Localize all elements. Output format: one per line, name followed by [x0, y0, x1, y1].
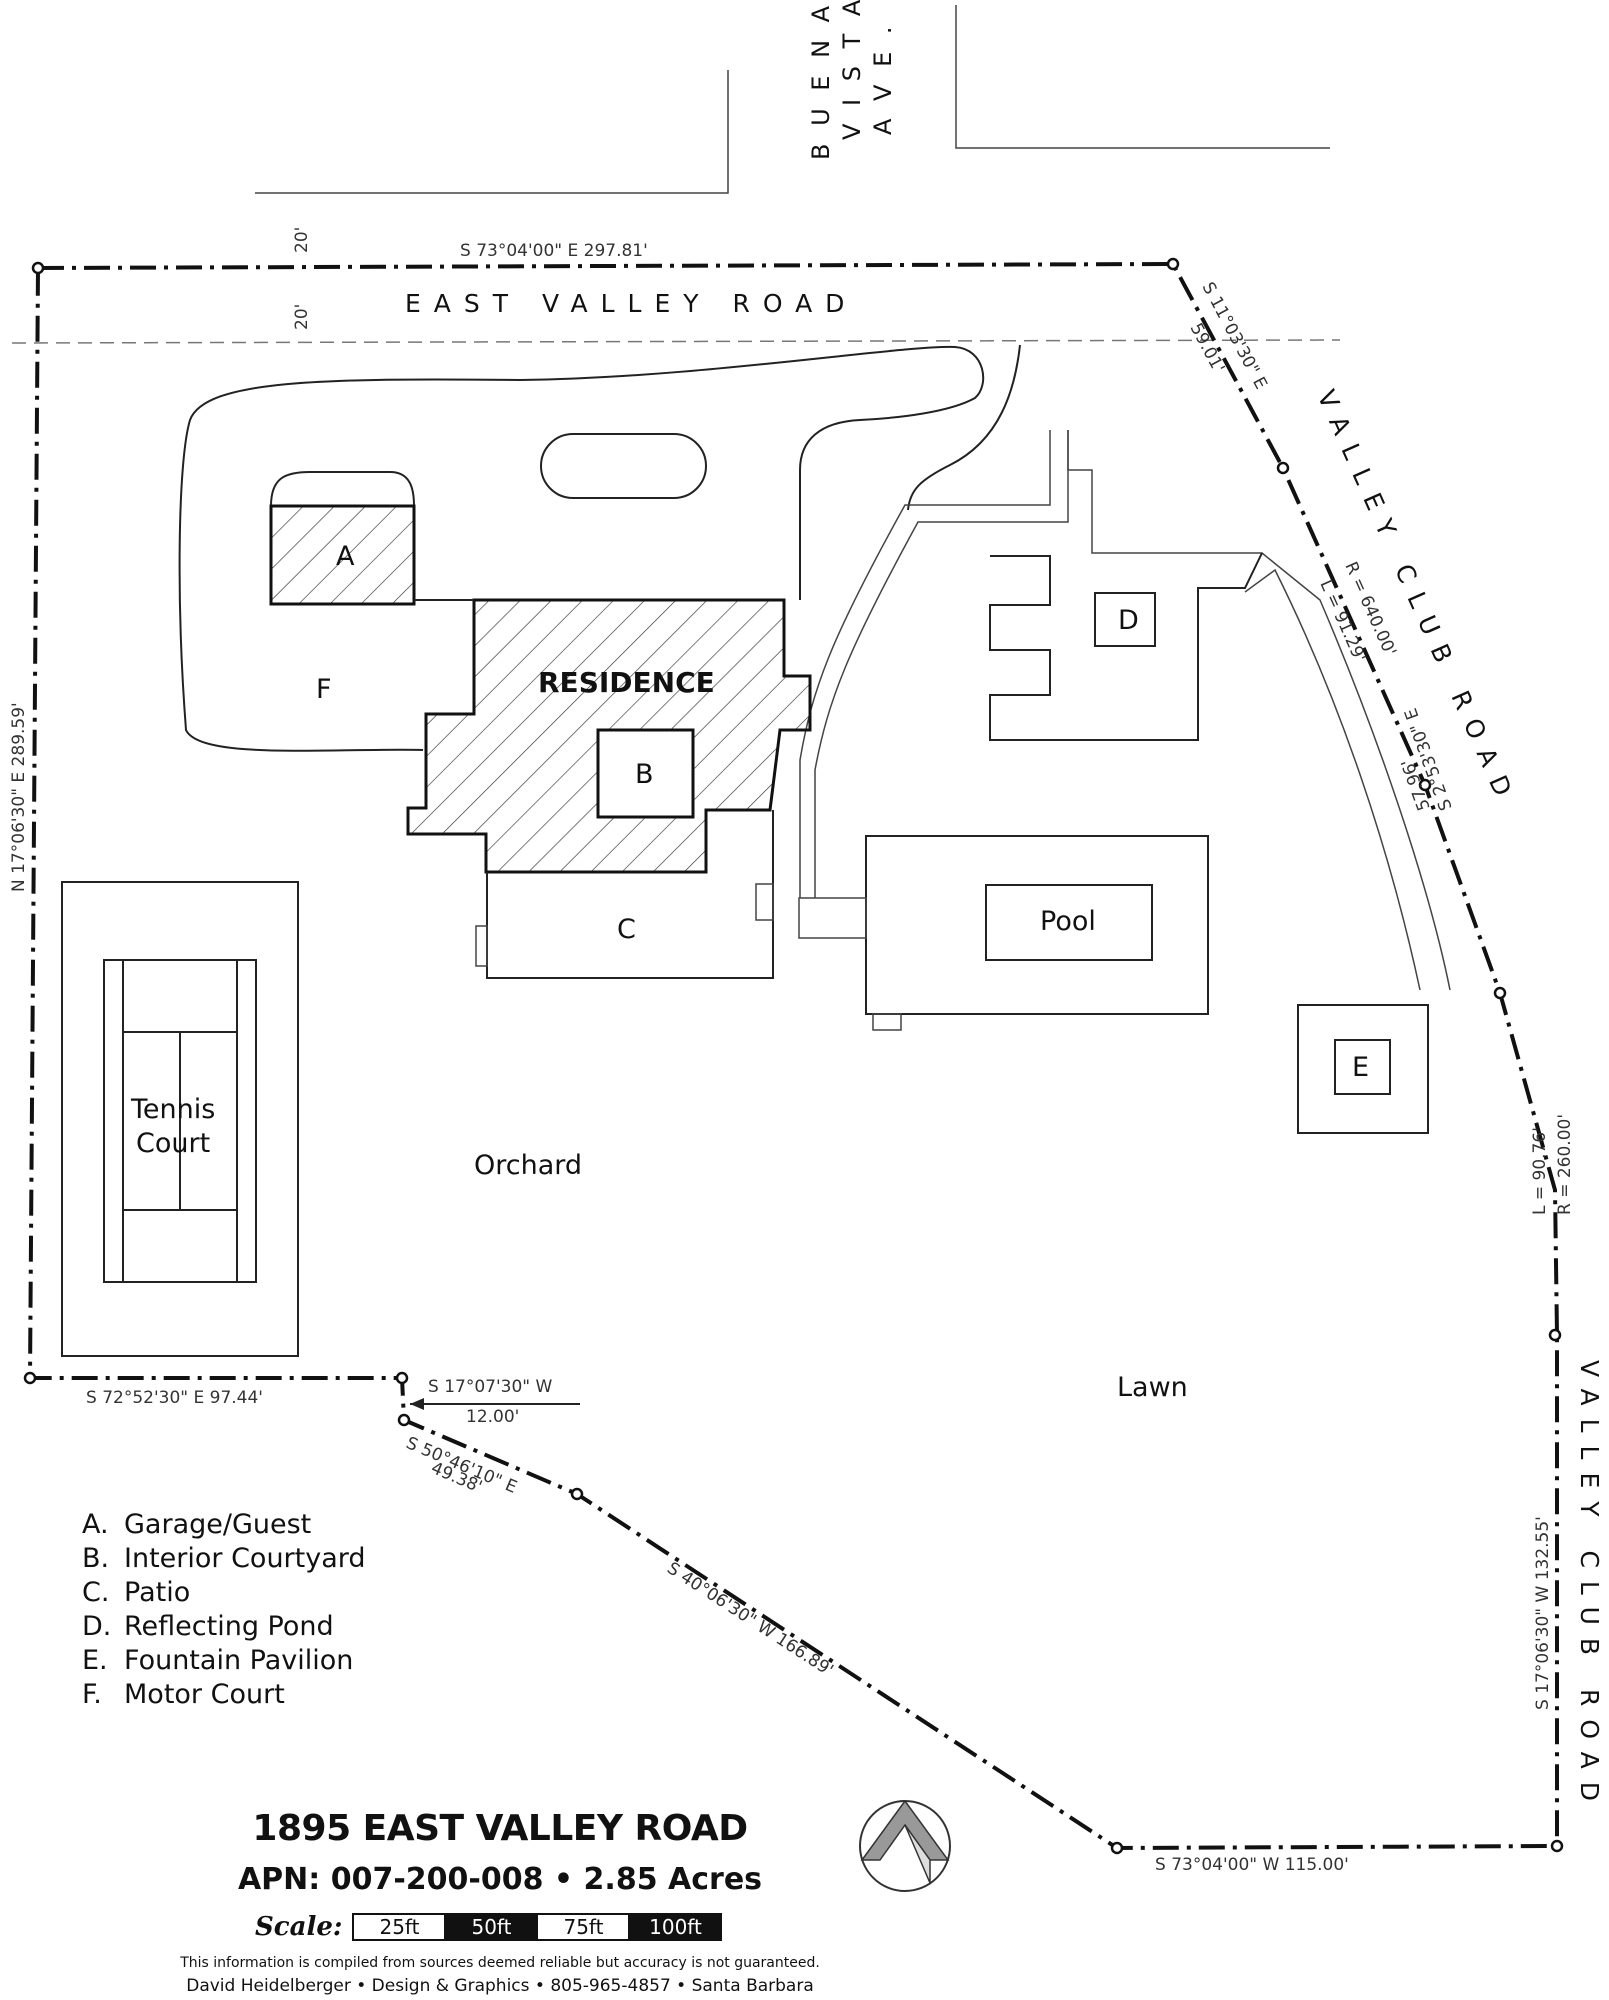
legend-item: C. Patio	[82, 1576, 366, 1610]
scale-segment: 75ft	[536, 1913, 631, 1941]
patio-steps	[475, 925, 488, 967]
legend-text: Patio	[124, 1577, 191, 1608]
setback-lower: 20'	[292, 304, 312, 330]
property-address: 1895 EAST VALLEY ROAD	[252, 1808, 748, 1849]
scale-label: Scale:	[255, 1912, 343, 1942]
reflecting-pond	[1094, 592, 1156, 647]
walkway-path-upper-inner	[1244, 568, 1421, 991]
garage-guest	[269, 504, 416, 606]
label-residence: RESIDENCE	[538, 666, 715, 699]
north-arrow-icon	[859, 1799, 951, 1892]
legend-letter: C.	[82, 1577, 110, 1608]
call-east: S 17°06'30" W 132.55'	[1533, 1516, 1553, 1710]
disclaimer: This information is compiled from source…	[180, 1955, 820, 1971]
pool-steps-lower	[872, 1013, 902, 1031]
buena-vista-ave	[255, 5, 1330, 194]
call-south: S 73°04'00" W 115.00'	[1155, 1855, 1349, 1875]
call-jog-distance: 12.00'	[466, 1407, 519, 1427]
legend-letter: E.	[82, 1645, 108, 1676]
call-west-south: S 72°52'30" E 97.44'	[86, 1388, 263, 1408]
label-b: B	[635, 759, 654, 790]
legend-item: B. Interior Courtyard	[82, 1542, 366, 1576]
label-lawn: Lawn	[1117, 1372, 1188, 1403]
legend-item: F. Motor Court	[82, 1678, 366, 1712]
tennis-court-enclosure	[61, 881, 299, 1357]
property-boundary	[27, 261, 1559, 1851]
legend-text: Reflecting Pond	[124, 1611, 334, 1642]
pool	[985, 884, 1153, 961]
call-curve2-length: L = 90.76'	[1530, 1127, 1550, 1215]
scale-segment: 25ft	[352, 1913, 447, 1941]
buena-vista-label-line2: V I S T A	[838, 0, 866, 140]
fountain	[1334, 1039, 1391, 1095]
valley-club-road-lower-label: VALLEY CLUB ROAD	[1575, 1360, 1604, 1814]
east-valley-road-label: EAST VALLEY ROAD	[405, 289, 857, 318]
walkway-path	[799, 430, 1051, 898]
legend-item: E. Fountain Pavilion	[82, 1644, 366, 1678]
motor-court-outline	[178, 345, 985, 752]
legend-text: Interior Courtyard	[124, 1543, 366, 1574]
walkway-path-upper	[1067, 430, 1451, 991]
credit-line: David Heidelberger • Design & Graphics •…	[186, 1976, 814, 1996]
scale-bar: Scale: 25ft 50ft 75ft 100ft	[255, 1912, 723, 1942]
legend-text: Fountain Pavilion	[124, 1645, 354, 1676]
buena-vista-label-line3: A V E .	[869, 21, 897, 135]
tennis-court	[103, 959, 257, 1283]
apn-acreage: APN: 007-200-008 • 2.85 Acres	[237, 1862, 763, 1897]
label-e: E	[1352, 1052, 1369, 1083]
label-d: D	[1118, 605, 1139, 636]
fountain-pavilion	[1297, 1004, 1429, 1134]
buena-vista-label-line1: B U E N A	[807, 1, 835, 160]
legend-text: Motor Court	[124, 1679, 285, 1710]
label-orchard: Orchard	[474, 1150, 582, 1181]
stair-left	[755, 883, 774, 921]
call-north: S 73°04'00" E 297.81'	[460, 241, 648, 261]
call-jog-bearing: S 17°07'30" W	[428, 1377, 552, 1397]
label-tennis-line2: Court	[136, 1128, 210, 1159]
buena-vista-label: B U E N A V I S T A A V E .	[807, 0, 897, 160]
scale-segment: 100ft	[628, 1913, 723, 1941]
setback-upper: 20'	[292, 227, 312, 253]
legend-item: A. Garage/Guest	[82, 1508, 366, 1542]
call-sw-long: S 40°06'30" W 166.89'	[663, 1558, 836, 1680]
legend-item: D. Reflecting Pond	[82, 1610, 366, 1644]
label-pool: Pool	[1040, 906, 1096, 937]
scale-segment: 50ft	[444, 1913, 539, 1941]
pool-steps	[798, 897, 867, 939]
road-centerline	[11, 339, 1341, 344]
label-c: C	[617, 914, 636, 945]
legend-letter: A.	[82, 1509, 109, 1540]
legend-letter: F.	[82, 1679, 102, 1710]
pool-terrace	[865, 835, 1209, 1015]
reflecting-pond-garden	[989, 552, 1263, 741]
legend-letter: D.	[82, 1611, 112, 1642]
call-curve2-radius: R = 260.00'	[1555, 1114, 1575, 1215]
legend: A. Garage/Guest B. Interior Courtyard C. Pa…	[82, 1508, 366, 1712]
garage-apron	[270, 471, 415, 507]
legend-letter: B.	[82, 1543, 110, 1574]
label-tennis-line1: Tennis	[130, 1094, 215, 1125]
call-west: N 17°06'30" E 289.59'	[9, 702, 29, 892]
driveway-island	[540, 433, 707, 499]
jog-arrowhead	[410, 1398, 424, 1410]
label-f: F	[316, 674, 332, 705]
walkway-path-inner	[814, 430, 1069, 898]
driveway-branch	[907, 344, 1021, 511]
interior-courtyard	[596, 728, 695, 819]
boundary-markers	[23, 257, 1564, 1855]
label-a: A	[336, 541, 355, 572]
legend-text: Garage/Guest	[124, 1509, 312, 1540]
